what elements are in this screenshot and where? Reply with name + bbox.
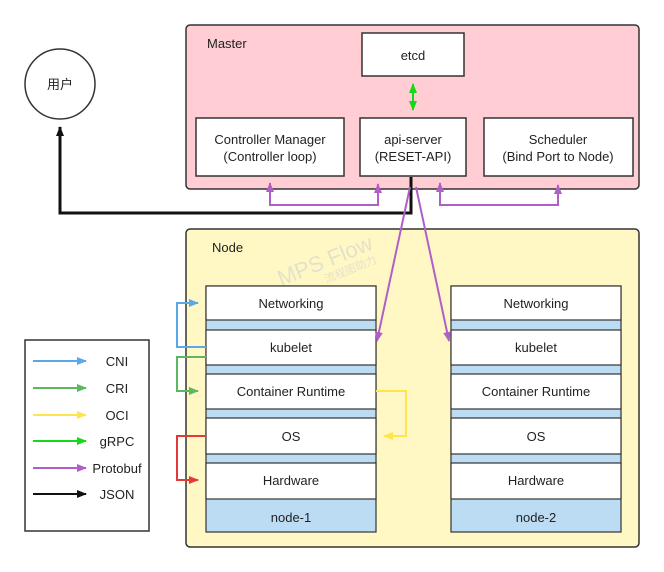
node-1-hardware-box [205,462,377,500]
api-server-box [359,117,467,177]
legend-grpc-label: gRPC [100,434,135,449]
node-1-container-runtime: Container Runtime [237,384,345,399]
node-2-os-box [450,417,622,455]
legend-cni-label: CNI [106,354,128,369]
node-1-stack: Networking kubelet Container Runtime OS … [205,285,377,533]
node-2-hardware: Hardware [508,473,564,488]
controller-manager-line2: (Controller loop) [223,149,316,164]
legend: CNI CRI OCI gRPC Protobuf JSON [33,354,142,502]
node-2-networking: Networking [503,296,568,311]
user-circle [24,48,96,120]
protobuf-api-kubelet2-arrow [415,186,452,342]
node-2-kubelet: kubelet [515,340,557,355]
os-hardware-arrow [176,435,206,484]
node-2-runtime-box [450,373,622,410]
node-2-stack: Networking kubelet Container Runtime OS … [450,285,622,533]
scheduler-line2: (Bind Port to Node) [502,149,613,164]
node-2-hardware-box [450,462,622,500]
scheduler-box [483,117,634,177]
node-1-networking-box [205,285,377,321]
controller-manager-line1: Controller Manager [214,132,326,147]
etcd-label: etcd [401,48,426,63]
legend-box [24,339,150,532]
node-1-kubelet-box [205,329,377,366]
cni-arrow [176,299,206,348]
node-2-kubelet-box [450,329,622,366]
controller-manager-box [195,117,345,177]
node-2-networking-box [450,285,622,321]
cri-arrow [176,356,206,395]
json-api-user-arrow [56,126,413,215]
user-label: 用户 [47,77,73,92]
api-server-line1: api-server [384,132,442,147]
legend-cri-label: CRI [106,381,128,396]
scheduler-line1: Scheduler [529,132,588,147]
legend-json-label: JSON [100,487,135,502]
node-1-os: OS [282,429,301,444]
node-1-runtime-box [205,373,377,410]
node-2-os: OS [527,429,546,444]
api-server-line2: (RESET-API) [375,149,452,164]
legend-protobuf-label: Protobuf [92,461,142,476]
node-2-name: node-2 [516,510,556,525]
protobuf-api-kubelet1-arrow [374,186,411,342]
oci-arrow [376,390,407,440]
node-label: Node [212,240,243,255]
node-2-container-runtime: Container Runtime [482,384,590,399]
node-1-name: node-1 [271,510,311,525]
master-label: Master [207,36,247,51]
node-1-networking: Networking [258,296,323,311]
node-1-kubelet: kubelet [270,340,312,355]
legend-oci-label: OCI [105,408,128,423]
node-1-hardware: Hardware [263,473,319,488]
etcd-box [361,32,465,77]
